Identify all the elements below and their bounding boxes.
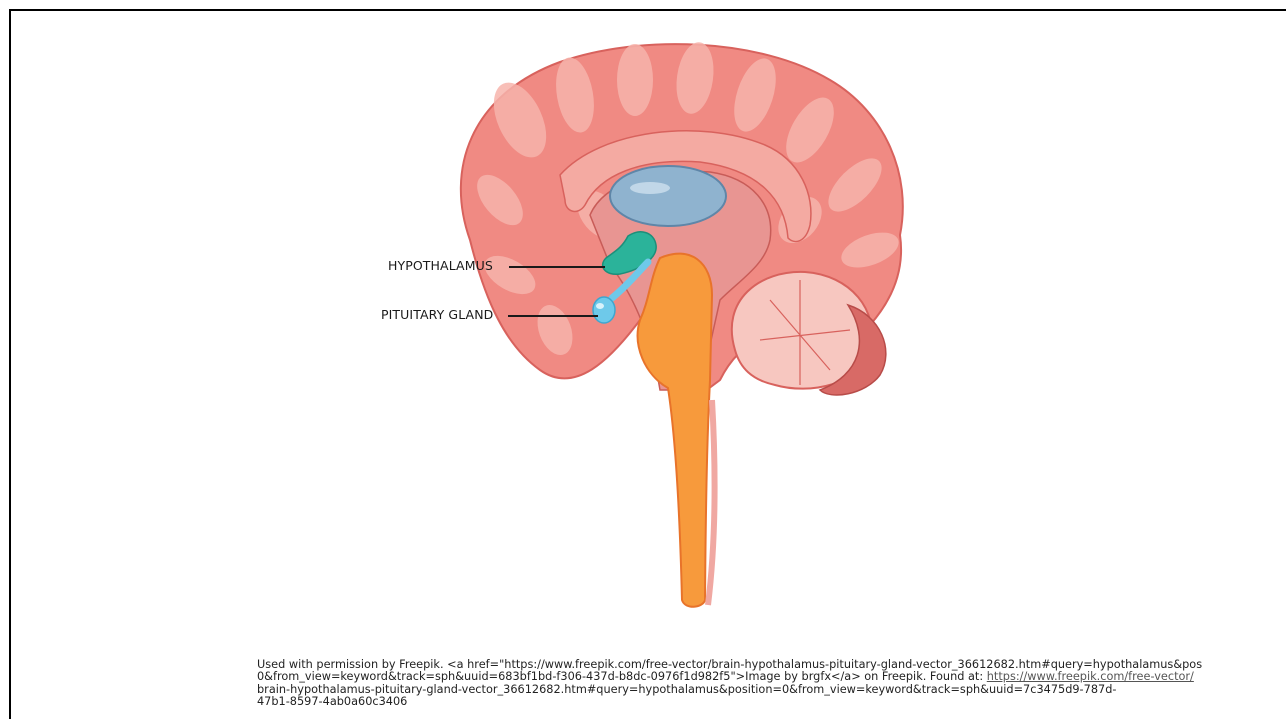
credit-line-4: 47b1-8597-4ab0a60c3406	[257, 696, 1286, 708]
ventricle	[610, 166, 726, 226]
credit-line-2: 0&from_view=keyword&track=sph&uuid=683bf…	[257, 671, 1286, 683]
brainstem	[638, 254, 712, 607]
pituitary-gland-leader-line	[508, 315, 598, 317]
image-credit: Used with permission by Freepik. <a href…	[257, 659, 1286, 719]
freepik-link[interactable]: https://www.freepik.com/free-vector/	[987, 670, 1194, 683]
hypothalamus-label: HYPOTHALAMUS	[388, 258, 493, 273]
credit-line-3: brain-hypothalamus-pituitary-gland-vecto…	[257, 684, 1286, 696]
credit-line-2-text: 0&from_view=keyword&track=sph&uuid=683bf…	[257, 670, 987, 683]
hypothalamus-leader-line	[509, 266, 605, 268]
pituitary-gland-label: PITUITARY GLAND	[381, 307, 493, 322]
pituitary-gland-shape	[593, 297, 615, 323]
